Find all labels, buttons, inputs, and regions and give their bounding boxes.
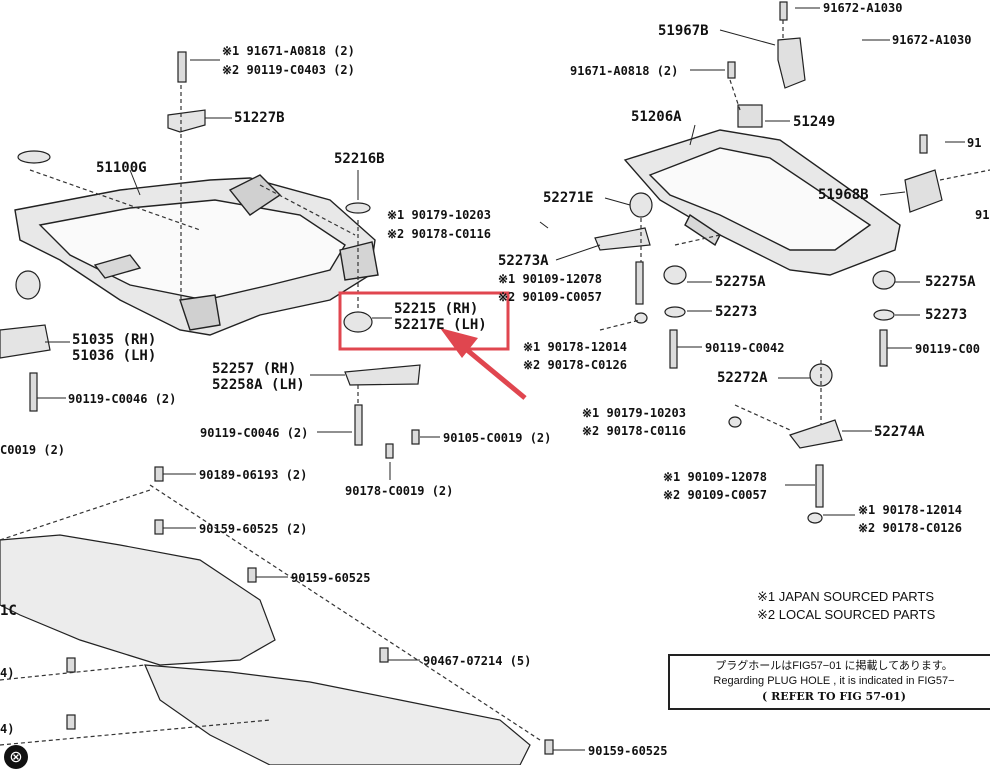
part-52216b: 52216B xyxy=(334,151,385,167)
callout-r1: 91672-A1030 xyxy=(823,1,903,15)
under-cover-2 xyxy=(144,664,531,765)
front-subframe-left xyxy=(14,174,379,336)
part-51967b: 51967B xyxy=(658,23,709,39)
qty-4b: 4) xyxy=(0,722,15,736)
part-52215: 52215 (RH) xyxy=(394,301,479,317)
part-51249: 51249 xyxy=(793,114,836,130)
part-52275a-2: 52275A xyxy=(925,274,976,290)
note-refer-line: ( REFER TO FIG 57-01) xyxy=(762,690,906,703)
plug-hole-note: プラグホールはFIG57−01 に掲載してあります。 Regarding PLU… xyxy=(668,654,990,710)
part-52257: 52257 (RH) xyxy=(212,361,297,377)
close-icon[interactable]: ⊗ xyxy=(4,745,28,769)
qty-4a: 4) xyxy=(0,666,15,680)
part-52217: 52217E (LH) xyxy=(394,317,487,333)
callout-r4: ※1 90109-12078 xyxy=(498,272,602,286)
callout-c4: ※2 90178-C0116 xyxy=(387,227,491,241)
highlight-box xyxy=(338,291,510,351)
bolt-b6: 90189-06193 (2) xyxy=(199,468,308,482)
under-cover-1 xyxy=(0,534,276,666)
callout-r15: ※2 90178-C0126 xyxy=(858,521,962,535)
callout-r5: ※2 90109-C0057 xyxy=(498,290,602,304)
callout-r9: 90119-C00 xyxy=(915,342,981,356)
part-51206a: 51206A xyxy=(631,109,682,125)
bolt-b10: 90159-60525 xyxy=(588,744,668,758)
part-52275a-1: 52275A xyxy=(715,274,766,290)
bolt-b1: 90119-C0046 (2) xyxy=(68,392,177,406)
note-local: ※2 LOCAL SOURCED PARTS xyxy=(757,607,936,622)
callout-r14: ※1 90178-12014 xyxy=(858,503,962,517)
callout-r10: ※1 90179-10203 xyxy=(582,406,686,420)
bolt-b7: 90159-60525 (2) xyxy=(199,522,308,536)
highlight-arrow-icon xyxy=(440,328,527,400)
bracket-51227b xyxy=(167,109,206,133)
note-en-line: Regarding PLUG HOLE , it is indicated in… xyxy=(713,675,955,687)
part-52273a: 52273A xyxy=(498,253,549,269)
part-51968b: 51968B xyxy=(818,187,869,203)
callout-c1: ※1 91671-A0818 (2) xyxy=(222,44,355,58)
callout-r3: 91671-A0818 (2) xyxy=(570,64,679,78)
part-52258: 52258A (LH) xyxy=(212,377,305,393)
part-51035: 51035 (RH) xyxy=(72,332,157,348)
callout-r7: ※2 90178-C0126 xyxy=(523,358,627,372)
callout-r6: ※1 90178-12014 xyxy=(523,340,627,354)
bolt-b9: 90467-07214 (5) xyxy=(423,654,532,668)
part-52272a: 52272A xyxy=(717,370,768,386)
note-jp-line: プラグホールはFIG57−01 に掲載してあります。 xyxy=(715,660,953,672)
callout-c3: ※1 90179-10203 xyxy=(387,208,491,222)
callout-r13: ※2 90109-C0057 xyxy=(663,488,767,502)
bolt-b8: 90159-60525 xyxy=(291,571,371,585)
part-51036: 51036 (LH) xyxy=(72,348,157,364)
sourcing-notes: ※1 JAPAN SOURCED PARTS ※2 LOCAL SOURCED … xyxy=(757,588,935,624)
part-52271e: 52271E xyxy=(543,190,594,206)
callout-r2: 91672-A1030 xyxy=(892,33,972,47)
callout-r91a: 91 xyxy=(967,136,982,150)
bolt-b3: 90105-C0019 (2) xyxy=(443,431,552,445)
part-52274a: 52274A xyxy=(874,424,925,440)
bolt-b2: 90119-C0046 (2) xyxy=(200,426,309,440)
callout-c2: ※2 90119-C0403 (2) xyxy=(222,63,355,77)
bolt-b5: C0019 (2) xyxy=(0,443,66,457)
part-52273-2: 52273 xyxy=(925,307,968,323)
part-1c: 1C xyxy=(0,603,17,619)
callout-r91b: 91 xyxy=(975,208,990,222)
part-51100g: 51100G xyxy=(96,160,147,176)
note-japan: ※1 JAPAN SOURCED PARTS xyxy=(757,589,935,604)
part-52273-1: 52273 xyxy=(715,304,758,320)
callout-r8: 90119-C0042 xyxy=(705,341,785,355)
part-51227b: 51227B xyxy=(234,110,285,126)
bolt-b4: 90178-C0019 (2) xyxy=(345,484,454,498)
callout-r12: ※1 90109-12078 xyxy=(663,470,767,484)
callout-r11: ※2 90178-C0116 xyxy=(582,424,686,438)
